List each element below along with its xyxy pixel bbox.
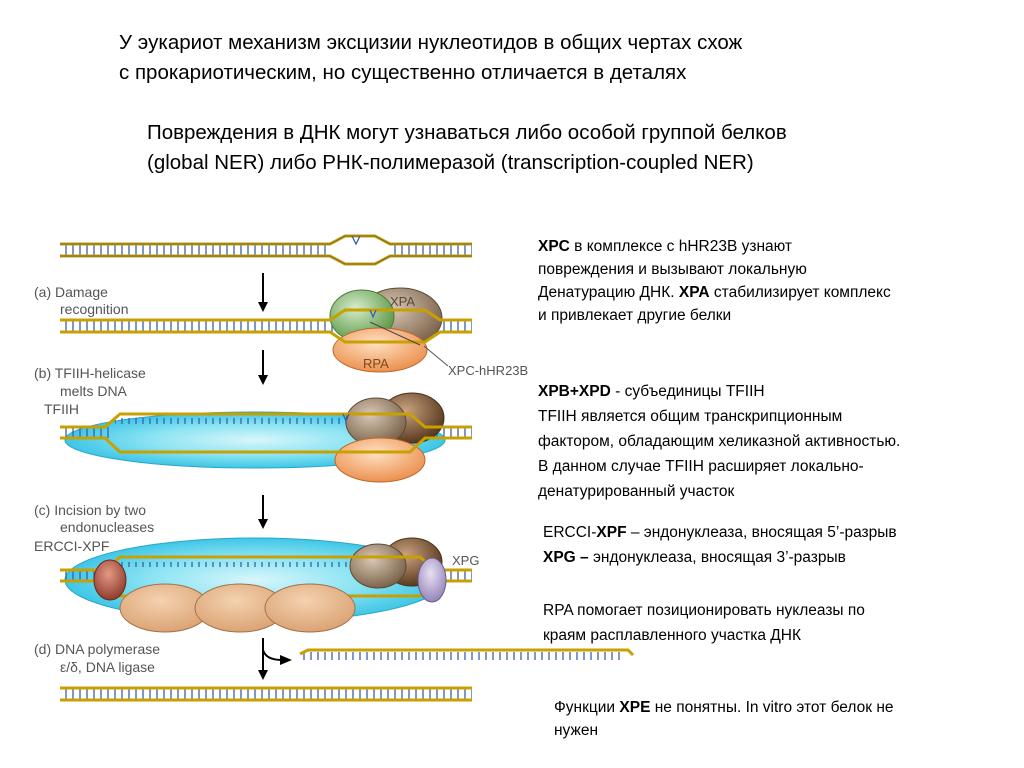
note-1-line-3: Денатурацию ДНК. XPA стабилизирует компл… (538, 284, 891, 301)
note-1-line-1: XPC в комплексе с hHR23B узнают (538, 238, 793, 255)
complex-b (60, 392, 472, 483)
note-5-line-1: Функции XPE не понятны. In vitro этот бе… (554, 699, 894, 716)
title-line-1: У эукариот механизм эксцизии нуклеотидов… (119, 31, 743, 54)
xpa-c-protein (349, 543, 407, 589)
rpa-b-protein (334, 437, 426, 483)
note-2-line-2: TFIIH является общим транскрипционным (538, 408, 843, 425)
rpa-c-3 (264, 583, 356, 633)
xpf-protein (93, 559, 127, 601)
note-2-line-5: денатурированный участок (538, 483, 735, 500)
note-3-line-2: XPG – эндонуклеаза, вносящая 3’-разрыв (543, 549, 846, 566)
tfiih-label: TFIIH (44, 401, 79, 417)
xpa-label: XPA (390, 294, 415, 309)
step-c-line-1: (c) Incision by two (34, 502, 147, 518)
step-c-line-2: endonucleases (60, 519, 155, 535)
subtitle-line-1: Повреждения в ДНК могут узнаваться либо … (147, 121, 787, 144)
xpg-protein (417, 557, 447, 603)
step-a-line-1: (a) Damage (34, 284, 108, 300)
title-line-2: с прокариотическим, но существенно отлич… (119, 61, 687, 84)
complex-a (60, 287, 472, 373)
rpa-label: RPA (363, 356, 389, 371)
subtitle-line-2: (global NER) либо РНК-полимеразой (trans… (147, 151, 754, 174)
note-4-line-1: RPA помогает позиционировать нуклеазы по (543, 602, 865, 619)
note-1-line-2: повреждения и вызывают локальную (538, 261, 807, 278)
rpa-protein (332, 327, 428, 373)
step-b-line-2: melts DNA (60, 383, 127, 399)
step-d-line-1: (d) DNA polymerase (34, 641, 161, 657)
step-d-line-2: ε/δ, DNA ligase (60, 659, 155, 675)
note-2-line-3: фактором, обладающим хеликазной активнос… (538, 433, 901, 450)
note-3-line-1: ERCCI-XPF – эндонуклеаза, вносящая 5’-ра… (543, 524, 897, 541)
complex-c (60, 537, 472, 633)
dna-damaged (60, 234, 472, 266)
step-a-line-2: recognition (60, 301, 129, 317)
dna-repaired (60, 686, 472, 702)
note-2-line-4: В данном случае TFIIH расширяет локально… (538, 458, 864, 475)
excised-oligo (299, 648, 635, 660)
xpg-label: XPG (452, 553, 479, 568)
note-1-line-4: и привлекает другие белки (538, 307, 732, 324)
ercc-xpf-label: ERCCI-XPF (34, 538, 110, 554)
note-5-line-2: нужен (554, 722, 599, 739)
xpc-label: XPC-hHR23B (448, 363, 528, 378)
note-4-line-2: краям расплавленного участка ДНК (543, 627, 802, 644)
step-b-line-1: (b) TFIIH-helicase (34, 365, 146, 381)
note-2-line-1: XPB+XPD - субъединицы TFIIH (538, 383, 765, 400)
